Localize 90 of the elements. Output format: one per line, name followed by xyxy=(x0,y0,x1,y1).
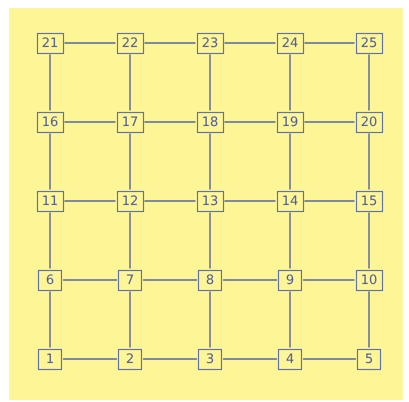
node-box xyxy=(36,190,64,212)
connector-line xyxy=(209,292,211,348)
node-label: 6 xyxy=(46,272,54,288)
node-box xyxy=(278,348,302,370)
connector-line xyxy=(129,54,131,110)
node-box xyxy=(356,270,382,290)
connector-line xyxy=(224,121,276,123)
connector-line xyxy=(368,54,370,110)
node-box xyxy=(276,112,304,132)
node-label: 21 xyxy=(42,36,58,50)
node-label: 13 xyxy=(202,194,218,208)
node-box xyxy=(116,32,144,54)
node-box xyxy=(276,32,304,54)
connector-line xyxy=(63,358,117,360)
connector-line xyxy=(129,292,131,348)
node-box xyxy=(198,270,222,290)
node-box xyxy=(38,270,62,290)
connector-line xyxy=(209,212,211,268)
node-label: 11 xyxy=(42,194,58,208)
connector-line xyxy=(304,121,354,123)
connector-line xyxy=(129,212,131,268)
node-label: 25 xyxy=(360,36,378,50)
node-label: 4 xyxy=(286,352,294,366)
connector-line xyxy=(224,42,276,44)
connector-line xyxy=(223,358,277,360)
connector-line xyxy=(49,292,51,348)
node-label: 24 xyxy=(282,36,298,50)
node-label: 5 xyxy=(364,352,374,366)
node-box xyxy=(118,270,142,290)
connector-line xyxy=(304,200,354,202)
connector-line xyxy=(209,54,211,110)
node-box xyxy=(196,190,224,212)
node-box xyxy=(356,112,382,132)
node-label: 2 xyxy=(126,352,134,366)
connector-line xyxy=(368,212,370,268)
node-box xyxy=(116,112,144,132)
connector-line xyxy=(368,134,370,190)
connector-line xyxy=(143,358,197,360)
connector-line xyxy=(289,54,291,110)
node-box xyxy=(196,32,224,54)
node-box xyxy=(278,270,302,290)
connector-line xyxy=(64,200,116,202)
node-box xyxy=(118,348,142,370)
connector-line xyxy=(49,134,51,190)
connector-line xyxy=(368,292,370,348)
connector-line xyxy=(289,134,291,190)
node-label: 14 xyxy=(282,194,298,208)
node-box xyxy=(356,190,382,212)
node-label: 12 xyxy=(122,194,138,208)
connector-line xyxy=(209,134,211,190)
node-label: 3 xyxy=(206,352,214,366)
node-label: 15 xyxy=(360,194,378,208)
node-label: 17 xyxy=(122,114,138,130)
connector-line xyxy=(289,292,291,348)
node-box xyxy=(198,348,222,370)
node-box xyxy=(356,32,382,54)
node-label: 20 xyxy=(360,114,378,130)
connector-line xyxy=(63,279,117,281)
node-label: 16 xyxy=(42,114,58,130)
node-box xyxy=(196,112,224,132)
connector-line xyxy=(304,42,354,44)
connector-line xyxy=(49,212,51,268)
connector-line xyxy=(223,279,277,281)
node-box xyxy=(36,32,64,54)
connector-line xyxy=(64,42,116,44)
node-label: 1 xyxy=(46,352,54,366)
node-box xyxy=(357,348,381,370)
node-label: 9 xyxy=(286,272,294,288)
connector-line xyxy=(49,54,51,110)
connector-line xyxy=(143,279,197,281)
node-box xyxy=(276,190,304,212)
connector-line xyxy=(303,279,354,281)
connector-line xyxy=(224,200,276,202)
connector-line xyxy=(129,134,131,190)
connector-line xyxy=(144,42,196,44)
node-label: 8 xyxy=(206,272,214,288)
node-label: 18 xyxy=(202,114,218,130)
node-label: 10 xyxy=(360,272,378,288)
node-box xyxy=(38,348,62,370)
connector-line xyxy=(144,200,196,202)
node-label: 22 xyxy=(122,36,138,50)
node-label: 23 xyxy=(202,36,218,50)
connector-line xyxy=(144,121,196,123)
node-box xyxy=(36,112,64,132)
node-label: 19 xyxy=(282,114,298,130)
connector-line xyxy=(64,121,116,123)
connector-line xyxy=(303,358,356,360)
connector-line xyxy=(289,212,291,268)
node-box xyxy=(116,190,144,212)
node-label: 7 xyxy=(126,272,134,288)
